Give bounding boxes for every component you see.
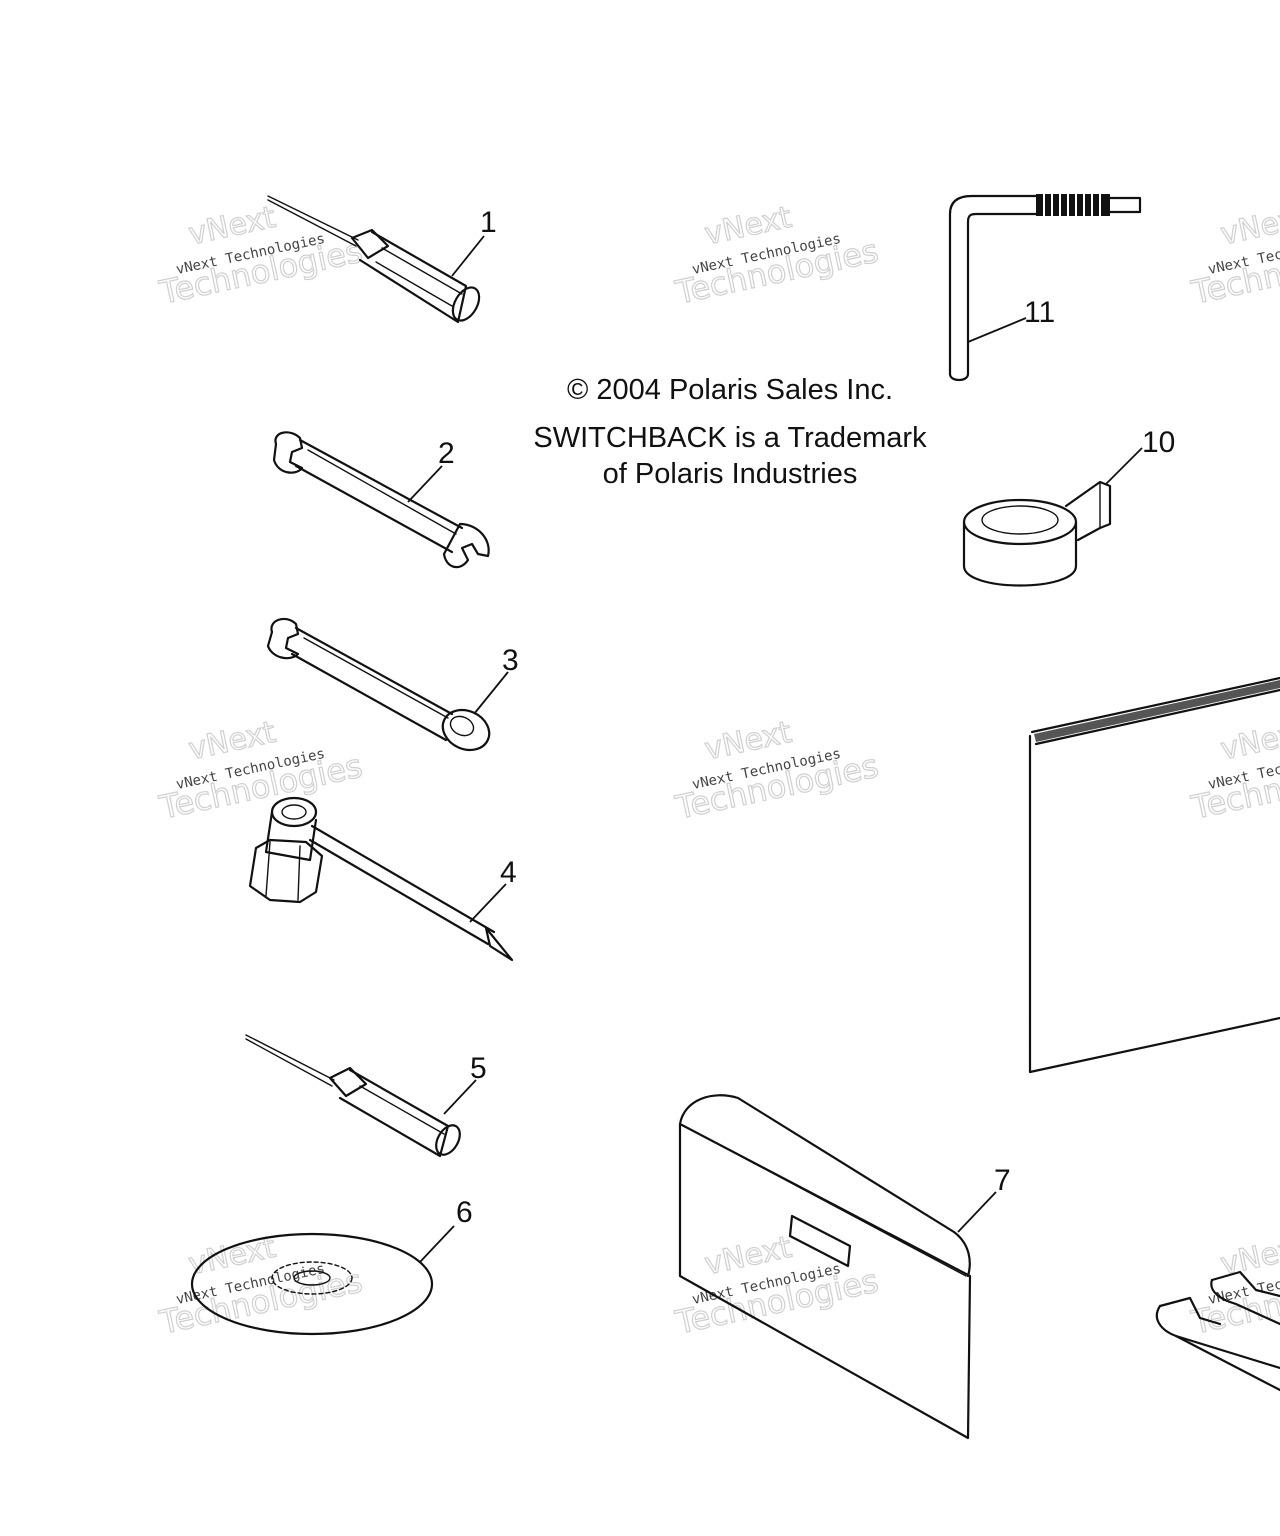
callout-6: 6 [456,1196,473,1229]
leader-line-5 [443,1079,477,1115]
part-cut-off-tool [1155,1270,1280,1392]
trademark-notice-line-2: of Polaris Industries [602,458,858,490]
watermark-top-text: vNext [1218,200,1280,253]
watermark-top-text: vNext [1218,1230,1280,1283]
watermark-row-2-left: vNext vNext Technologies Technologies [155,714,366,827]
part-11-l-key [948,194,1142,382]
leader-line-11 [967,317,1027,343]
part-1-screwdriver [267,195,481,324]
watermark-row-3-mid: vNext vNext Technologies Technologies [671,1229,882,1342]
callout-2: 2 [438,437,455,470]
callout-1: 1 [480,206,497,239]
part-manual-book [1028,676,1280,1074]
part-7-manual-pouch [678,1094,972,1440]
callout-10: 10 [1142,426,1175,459]
watermark-row-1-left: vNext vNext Technologies Technologies [155,199,366,312]
callout-11: 11 [1024,296,1055,329]
watermark-row-2-right: vNext vNext Technologies Technologies [1187,714,1280,827]
part-5-screwdriver [245,1034,461,1158]
part-4-spark-plug-wrench [248,796,514,962]
watermark-row-1-right: vNext vNext Technologies Technologies [1187,199,1280,312]
watermark-row-3-right: vNext vNext Technologies Technologies [1187,1229,1280,1342]
trademark-notice-line-1: SWITCHBACK is a Trademark [533,422,927,454]
callout-4: 4 [500,856,517,889]
leader-line-1 [451,235,485,277]
leader-line-6 [419,1225,455,1263]
part-6-disc [190,1232,434,1336]
callout-7: 7 [994,1164,1011,1197]
watermark-top-text: vNext [1218,715,1280,768]
part-10-tape-roll [962,480,1112,587]
watermark-row-3-left: vNext vNext Technologies Technologies [155,1229,366,1342]
leader-line-7 [957,1191,997,1233]
copyright-notice: © 2004 Polaris Sales Inc. [566,374,894,406]
watermark-row-1-mid: vNext vNext Technologies Technologies [671,199,882,312]
leader-line-10 [1105,447,1143,485]
part-3-combination-wrench [266,617,491,752]
leader-line-3 [473,671,509,715]
part-2-open-end-wrench [272,431,490,569]
leader-line-4 [469,883,507,923]
leader-line-2 [407,465,443,503]
watermark-row-2-mid: vNext vNext Technologies Technologies [671,714,882,827]
callout-5: 5 [470,1052,487,1085]
callout-3: 3 [502,644,519,677]
